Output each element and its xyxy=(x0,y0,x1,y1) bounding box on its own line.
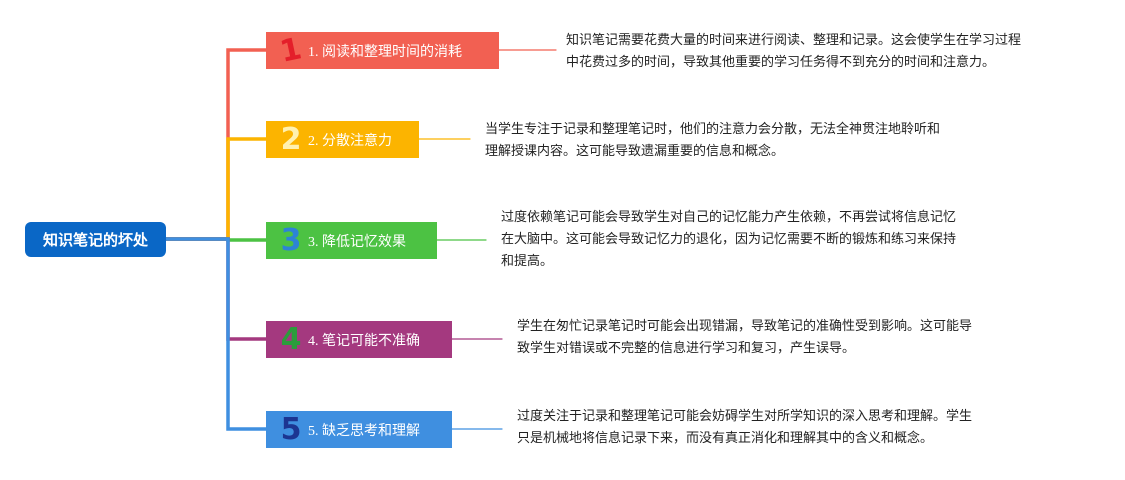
branch-node-3[interactable]: 3 3. 降低记忆效果 xyxy=(266,222,437,259)
branch-description-4: 学生在匆忙记录笔记时可能会出现错漏，导致笔记的准确性受到影响。这可能导 致学生对… xyxy=(517,319,973,356)
branch-description-3: 过度依赖笔记可能会导致学生对自己的记忆能力产生依赖，不再尝试将信息记忆 在大脑中… xyxy=(501,210,957,269)
branch-label-2: 2. 分散注意力 xyxy=(308,133,392,149)
branch-label-5: 5. 缺乏思考和理解 xyxy=(308,423,420,439)
branch-connector-1 xyxy=(164,48,268,241)
number-three-icon: 3 xyxy=(280,222,302,258)
branch-label-3: 3. 降低记忆效果 xyxy=(308,234,406,250)
branch-label-1: 1. 阅读和整理时间的消耗 xyxy=(308,44,462,60)
number-four-icon: 4 xyxy=(280,321,302,357)
root-label: 知识笔记的坏处 xyxy=(42,231,148,249)
branch-connector-4 xyxy=(164,237,268,341)
branch-description-1: 知识笔记需要花费大量的时间来进行阅读、整理和记录。这会使学生在学习过程 中花费过… xyxy=(566,33,1022,70)
branch-node-5[interactable]: 5 5. 缺乏思考和理解 xyxy=(266,411,452,448)
branch-node-4[interactable]: 4 4. 笔记可能不准确 xyxy=(266,321,452,358)
number-one-icon: 1 xyxy=(277,30,305,70)
branch-label-4: 4. 笔记可能不准确 xyxy=(308,333,420,349)
branch-connector-2 xyxy=(164,137,268,241)
branch-description-5: 过度关注于记录和整理笔记可能会妨碍学生对所学知识的深入思考和理解。学生 只是机械… xyxy=(517,409,973,446)
branch-connector-5 xyxy=(164,237,268,431)
root-node[interactable]: 知识笔记的坏处 xyxy=(25,222,166,257)
branch-description-2: 当学生专注于记录和整理笔记时，他们的注意力会分散，无法全神贯注地聆听和 理解授课… xyxy=(485,122,941,159)
number-five-icon: 5 xyxy=(280,411,302,447)
number-two-icon: 2 xyxy=(280,121,302,157)
branch-node-2[interactable]: 2 2. 分散注意力 xyxy=(266,121,419,158)
branch-node-1[interactable]: 1 1. 阅读和整理时间的消耗 xyxy=(266,30,499,70)
